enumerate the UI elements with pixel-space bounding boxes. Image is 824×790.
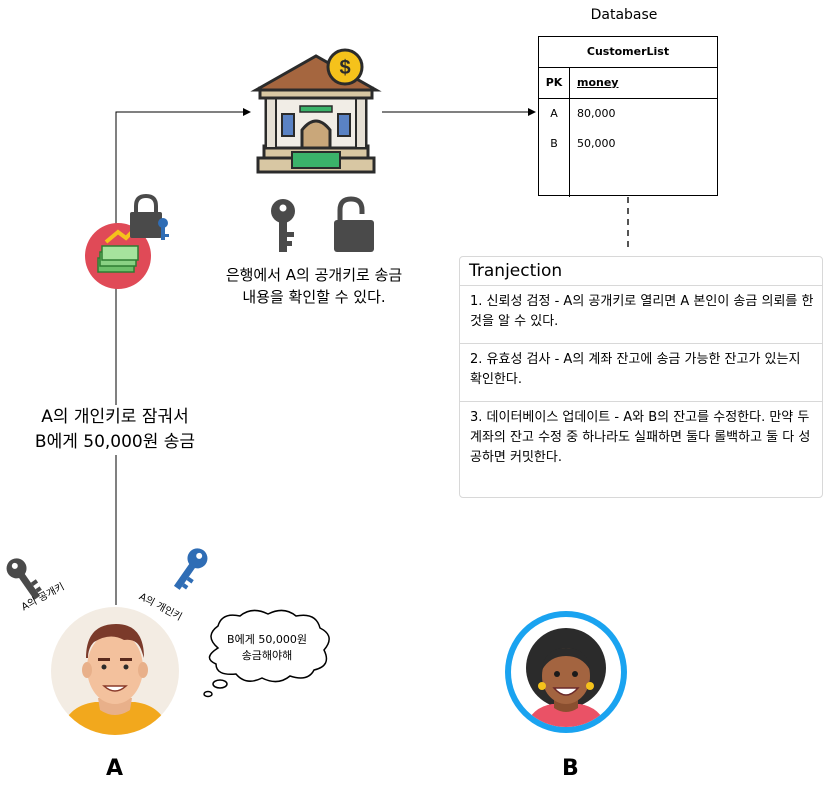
money-column-header: money [577, 76, 619, 89]
transaction-title: Tranjection [460, 257, 822, 286]
row-key: A [550, 107, 558, 120]
thought-line2: 송금해야해 [241, 649, 293, 662]
person-b-avatar [505, 611, 627, 733]
svg-text:$: $ [339, 57, 350, 79]
database-title: Database [590, 7, 658, 23]
arrow-a-to-bank [115, 108, 251, 605]
person-b-label: B [562, 756, 579, 781]
locked-money-icon [85, 193, 169, 289]
row-value: 50,000 [577, 137, 616, 150]
dollar-coin-icon: $ [326, 48, 364, 86]
bank-caption: 은행에서 A의 공개키로 송금 내용을 확인할 수 있다. [204, 264, 424, 308]
bank-caption-line2: 내용을 확인할 수 있다. [242, 288, 386, 306]
table-column-header: PK money [539, 68, 717, 99]
table-row: A 80,000 [539, 99, 717, 129]
table-name: CustomerList [539, 37, 717, 68]
a-public-key-icon [6, 558, 42, 600]
transaction-step: 2. 유효성 검사 - A의 계좌 잔고에 송금 가능한 잔고가 있는지 확인한… [460, 344, 822, 402]
transaction-step: 1. 신뢰성 검정 - A의 공개키로 열리면 A 본인이 송금 의뢰를 한 것… [460, 286, 822, 344]
bank-caption-line1: 은행에서 A의 공개키로 송금 [225, 266, 403, 284]
thought-line1: B에게 50,000원 [227, 633, 307, 646]
unlocked-padlock-icon [334, 196, 374, 252]
column-divider [569, 99, 570, 197]
thought-bubble [203, 609, 330, 698]
a-private-key-icon [173, 548, 208, 590]
transaction-step: 3. 데이터베이스 업데이트 - A와 B의 잔고를 수정한다. 만약 두 계좌… [470, 410, 811, 465]
row-value: 80,000 [577, 107, 616, 120]
transfer-caption: A의 개인키로 잠궈서 B에게 50,000원 송금 [20, 405, 210, 455]
transfer-caption-line2: B에게 50,000원 송금 [34, 432, 196, 452]
transfer-caption-line1: A의 개인키로 잠궈서 [41, 407, 189, 427]
person-a-label: A [106, 756, 124, 781]
thought-text: B에게 50,000원 송금해야해 [212, 632, 322, 664]
pk-column-header: PK [539, 68, 570, 98]
public-key-icon [271, 199, 295, 252]
transaction-panel: Tranjection 1. 신뢰성 검정 - A의 공개키로 열리면 A 본인… [459, 256, 823, 498]
table-row: B 50,000 [539, 129, 717, 159]
row-key: B [550, 137, 558, 150]
customer-list-table: CustomerList PK money A 80,000 B 50,000 [538, 36, 718, 197]
person-a-avatar [51, 607, 179, 735]
table-body: A 80,000 B 50,000 [539, 99, 717, 197]
